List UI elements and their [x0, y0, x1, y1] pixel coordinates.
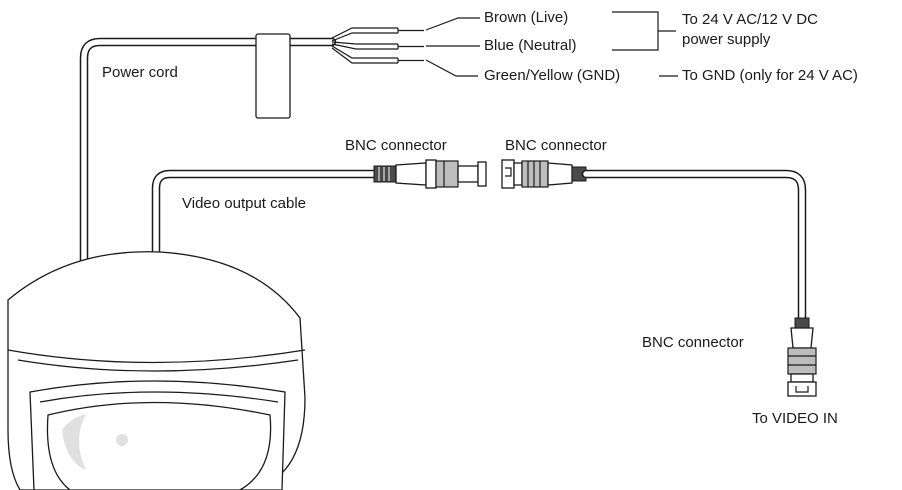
- green-yellow-wire-label: Green/Yellow (GND): [484, 67, 621, 84]
- video-output-cable: [151, 169, 380, 275]
- power-supply-label-line1: To 24 V AC/12 V DC: [682, 11, 818, 28]
- brown-wire-label: Brown (Live): [484, 9, 569, 26]
- bnc-connector-end-label: BNC connector: [642, 334, 744, 351]
- power-supply-label-line2: power supply: [682, 31, 771, 48]
- to-gnd-label: To GND (only for 24 V AC): [682, 67, 858, 84]
- bnc-connector-male: [501, 159, 587, 189]
- power-cord-label: Power cord: [102, 64, 178, 81]
- bnc-connector-female: [373, 159, 487, 189]
- extension-video-cable: [581, 169, 807, 323]
- wire-leader-lines: [425, 17, 480, 77]
- video-output-cable-label: Video output cable: [182, 195, 306, 212]
- bnc-connector-end: [787, 317, 817, 397]
- to-video-in-label: To VIDEO IN: [752, 410, 838, 427]
- bnc-connector-camera-label: BNC connector: [345, 137, 447, 154]
- power-wires: [331, 27, 424, 64]
- cable-clamp: [255, 33, 291, 119]
- power-supply-bracket: [612, 11, 676, 51]
- blue-wire-label: Blue (Neutral): [484, 37, 577, 54]
- power-cord-cable: [79, 37, 337, 275]
- dome-camera: [7, 251, 306, 490]
- dome-glass: [46, 401, 272, 490]
- bnc-connector-cable-label: BNC connector: [505, 137, 607, 154]
